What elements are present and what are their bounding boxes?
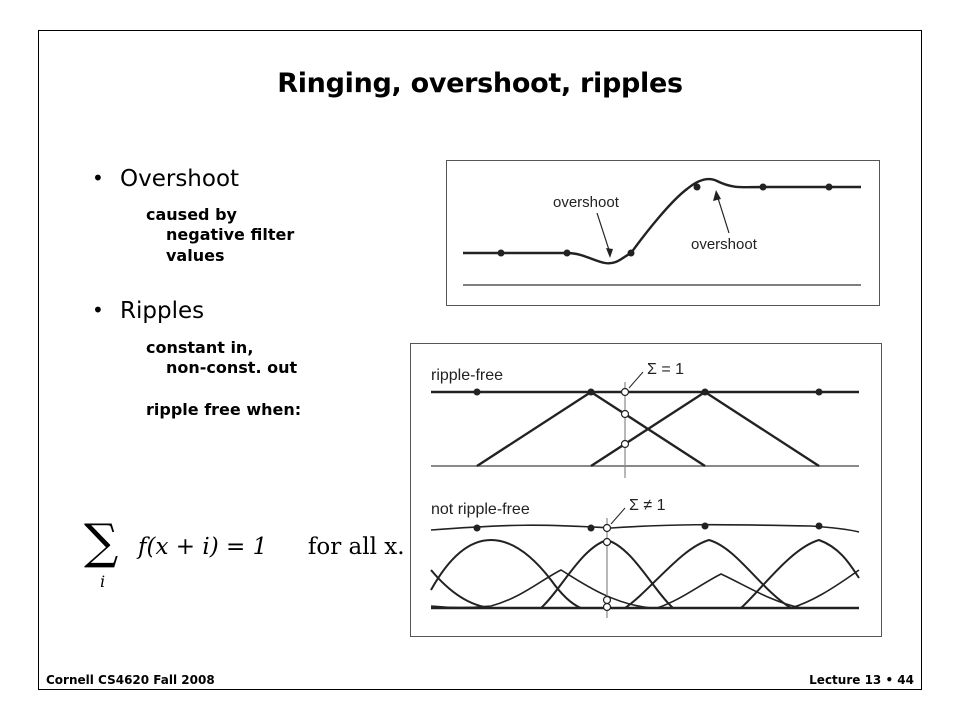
footer-course: Cornell CS4620 Fall 2008: [46, 673, 215, 687]
leader-line: [610, 507, 626, 525]
bullet-sub-line: negative filter: [166, 225, 295, 244]
weight-point: [620, 439, 630, 449]
bullet-dot-icon: •: [92, 298, 104, 322]
arrow-line: [716, 194, 730, 234]
gaussian-filter: [624, 538, 792, 609]
bullet-sub-line: non-const. out: [166, 358, 298, 377]
tent-filter: [476, 390, 706, 468]
sample-point: [759, 183, 767, 191]
sum-not-equal-one: Σ ≠ 1: [629, 497, 666, 514]
arrow-head-icon: [606, 248, 613, 258]
weight-point: [602, 595, 612, 605]
sample-point: [627, 249, 635, 257]
overshoot-label-right: overshoot: [691, 236, 758, 253]
bullet-overshoot: • Overshoot: [92, 166, 240, 192]
sample-point: [815, 522, 823, 530]
footer-page: Lecture 13 • 44: [809, 673, 914, 687]
bullet-sub-line: values: [166, 246, 225, 265]
sample-point: [563, 249, 571, 257]
bullet-heading: Ripples: [120, 298, 205, 324]
sample-point: [473, 524, 481, 532]
bullet-heading: Overshoot: [120, 166, 240, 192]
sample-point: [825, 183, 833, 191]
sample-point: [701, 388, 709, 396]
sample-point: [701, 522, 709, 530]
sum-index: i: [100, 572, 106, 591]
ripples-figure: ripple-free Σ = 1 not ripple-free Σ ≠ 1: [410, 343, 882, 637]
not-ripple-free-label: not ripple-free: [431, 501, 530, 518]
bullet-sub-line: constant in,: [146, 338, 254, 357]
gaussian-filter: [740, 538, 860, 609]
weight-point: [602, 602, 612, 612]
weight-point: [602, 537, 612, 547]
sum-curve: [430, 523, 860, 533]
ripples-diagram: ripple-free Σ = 1 not ripple-free Σ ≠ 1: [430, 361, 860, 618]
weight-point: [620, 409, 630, 419]
gaussian-filter: [430, 569, 652, 609]
bullet-ripples: • Ripples: [92, 298, 205, 324]
overshoot-diagram: overshoot overshoot: [463, 177, 861, 286]
sum-point: [602, 523, 612, 533]
overshoot-figure: overshoot overshoot: [446, 160, 880, 306]
bullet-sub-line: ripple free when:: [146, 400, 302, 419]
sample-point: [587, 388, 595, 396]
sample-point: [815, 388, 823, 396]
leader-line: [628, 371, 644, 389]
overshoot-label-left: overshoot: [553, 194, 620, 211]
formula-expression: f(x + i) = 1: [138, 534, 268, 560]
formula-expression-wrap: f(x + i) = 1 for all x.: [138, 534, 405, 560]
sum-equals-one: Σ = 1: [647, 361, 684, 378]
gaussian-filter: [790, 569, 860, 609]
partition-of-unity-formula: ∑ i f(x + i) = 1 for all x.: [82, 514, 405, 600]
gaussian-filter: [430, 538, 582, 609]
gaussian-filter: [656, 573, 802, 609]
formula-condition: for all x.: [307, 534, 405, 560]
sum-point: [620, 387, 630, 397]
sample-point: [587, 524, 595, 532]
slide-title: Ringing, overshoot, ripples: [277, 68, 683, 99]
arrow-head-icon: [713, 190, 721, 201]
bullet-sub-line: caused by: [146, 205, 237, 224]
signal-curve: [463, 177, 861, 265]
sum-symbol: ∑: [84, 514, 119, 570]
sample-point: [473, 388, 481, 396]
sample-point: [497, 249, 505, 257]
arrow-line: [596, 212, 611, 254]
ripple-free-label: ripple-free: [431, 367, 503, 384]
sample-point: [693, 183, 701, 191]
bullet-dot-icon: •: [92, 166, 104, 190]
